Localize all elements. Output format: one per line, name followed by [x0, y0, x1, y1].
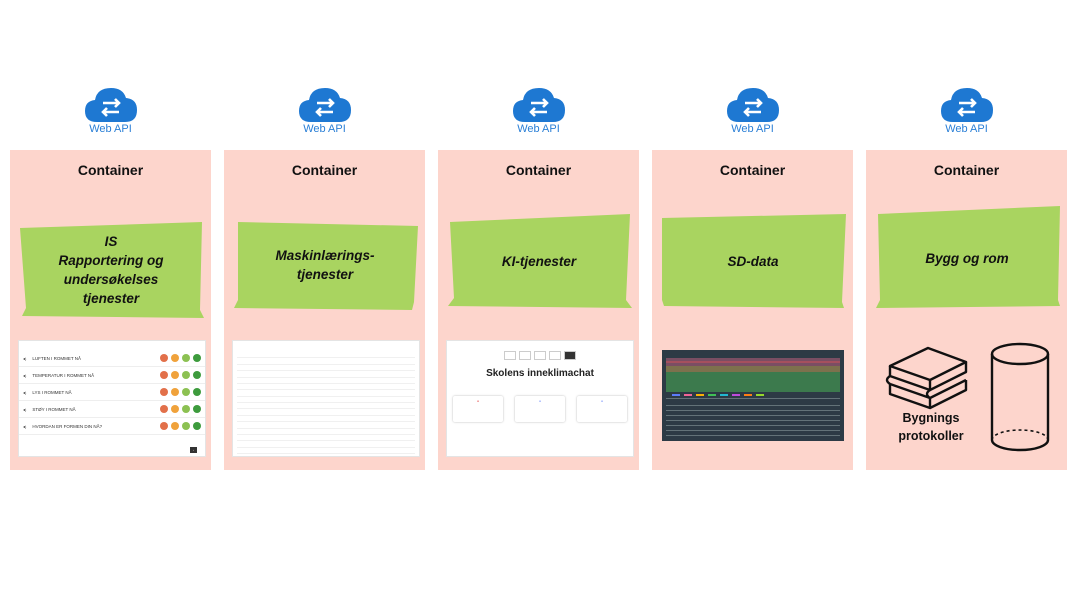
- container-title: Container: [719, 162, 786, 178]
- survey-row: ◂)LUFTEN I ROMMET NÅ: [19, 350, 205, 367]
- web-api-label: Web API: [731, 123, 774, 135]
- books-icon: [885, 346, 968, 410]
- tape-text: Bygg og rom: [925, 250, 1009, 266]
- web-api-4: Web API: [652, 86, 853, 138]
- container-title: Container: [505, 162, 572, 178]
- survey-row: ◂)HVORDAN ER FORMEN DIN NÅ?: [19, 418, 205, 435]
- survey-row: ◂)STØY I ROMMET NÅ: [19, 401, 205, 418]
- tape-text: IS Rapportering og undersøkelses tjenest…: [58, 234, 164, 306]
- chat-suggestion-cards: ● ● ●: [447, 396, 633, 422]
- prediction-table: [236, 352, 416, 455]
- tape-label: SD-data: [660, 212, 846, 310]
- container-box: Container KI-tjenester Skolens inneklima…: [438, 150, 639, 470]
- ml-table-screenshot: [232, 340, 420, 457]
- tape-label: IS Rapportering og undersøkelses tjenest…: [18, 220, 204, 320]
- survey-screenshot: ◂)LUFTEN I ROMMET NÅ ◂)TEMPERATUR I ROMM…: [18, 340, 206, 457]
- database-cylinder-icon: [990, 342, 1050, 452]
- speaker-icon: ◂): [23, 355, 27, 361]
- tape-label: KI-tjenester: [446, 212, 632, 310]
- cloud-sync-icon: [84, 88, 137, 122]
- chat-toolbar: [447, 351, 633, 360]
- container-title: Container: [933, 162, 1000, 178]
- tape-text: KI-tjenester: [501, 253, 577, 269]
- books-label: Bygnings protokoller: [898, 411, 964, 443]
- sd-chart: [666, 358, 840, 436]
- web-api-5: Web API: [866, 86, 1067, 138]
- cloud-sync-icon: [298, 88, 351, 122]
- chat-heading: Skolens inneklimachat: [486, 368, 594, 379]
- speaker-icon: ◂): [23, 406, 27, 412]
- web-api-label: Web API: [517, 123, 560, 135]
- tape-label: Maskinlærings- tjenester: [232, 218, 418, 312]
- next-button: ›: [190, 447, 197, 453]
- tape-text: Maskinlærings- tjenester: [275, 248, 375, 282]
- tape-text: SD-data: [727, 253, 779, 269]
- container-title: Container: [291, 162, 358, 178]
- sd-dashboard-screenshot: [662, 350, 844, 441]
- container-box: Container Bygg og rom: [866, 150, 1067, 470]
- suggestion-card: ●: [453, 396, 503, 422]
- speaker-icon: ◂): [23, 423, 27, 429]
- container-box: Container Maskinlærings- tjenester: [224, 150, 425, 470]
- web-api-1: Web API: [10, 86, 211, 138]
- container-box: Container IS Rapportering og undersøkels…: [10, 150, 211, 470]
- suggestion-card: ●: [577, 396, 627, 422]
- web-api-label: Web API: [89, 123, 132, 135]
- cloud-sync-icon: [726, 88, 779, 122]
- cloud-sync-icon: [512, 88, 565, 122]
- building-protocols: Bygnings protokoller: [866, 340, 1067, 460]
- suggestion-card: ●: [515, 396, 565, 422]
- speaker-icon: ◂): [23, 389, 27, 395]
- speaker-icon: ◂): [23, 372, 27, 378]
- web-api-label: Web API: [303, 123, 346, 135]
- survey-row: ◂)LYS I ROMMET NÅ: [19, 384, 205, 401]
- survey-row: ◂)TEMPERATUR I ROMMET NÅ: [19, 367, 205, 384]
- web-api-label: Web API: [945, 123, 988, 135]
- chat-screenshot: Skolens inneklimachat ● ● ●: [446, 340, 634, 457]
- web-api-3: Web API: [438, 86, 639, 138]
- cloud-sync-icon: [940, 88, 993, 122]
- container-title: Container: [77, 162, 144, 178]
- tape-label: Bygg og rom: [874, 206, 1060, 310]
- web-api-2: Web API: [224, 86, 425, 138]
- container-box: Container SD-data: [652, 150, 853, 470]
